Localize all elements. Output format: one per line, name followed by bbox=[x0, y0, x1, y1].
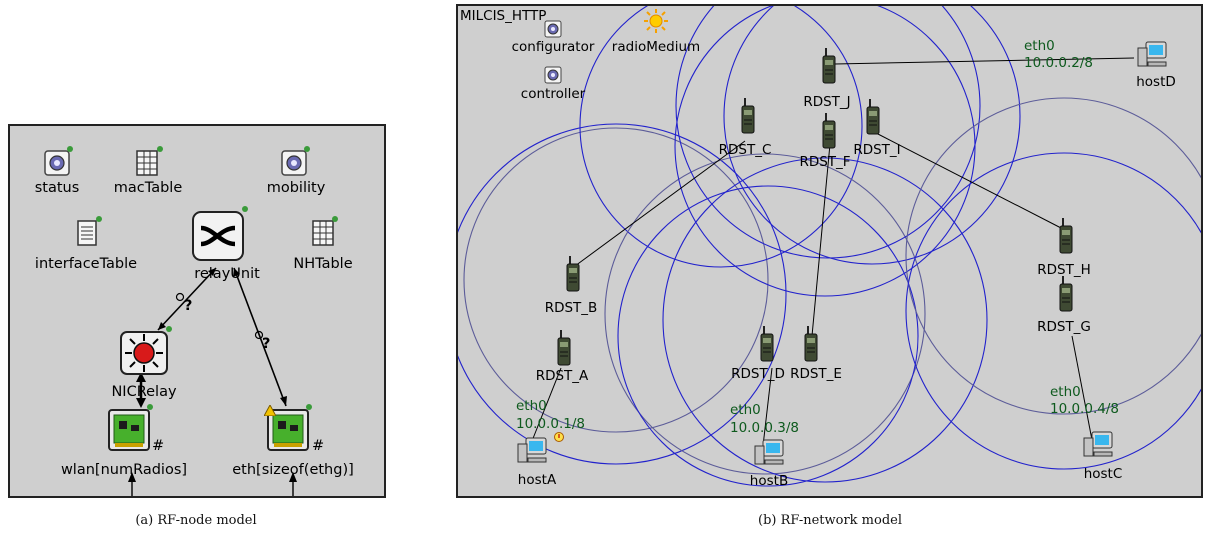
eth-label: eth[sizeof(ethg)] bbox=[232, 462, 354, 478]
network-card-icon[interactable] bbox=[266, 408, 310, 452]
table-icon[interactable] bbox=[312, 220, 334, 246]
nh-table-label: NHTable bbox=[293, 256, 353, 272]
link-question-mark: ? bbox=[262, 336, 271, 352]
radio-label: RDST_G bbox=[1037, 319, 1091, 335]
radio-label: RDST_E bbox=[790, 366, 842, 382]
iface-name: eth0 bbox=[516, 398, 547, 414]
configurator-label: configurator bbox=[511, 39, 595, 55]
radio-label: RDST_C bbox=[718, 142, 772, 158]
rf-network-model-panel: MILCIS_HTTP configurator radioMedium con… bbox=[456, 4, 1203, 498]
gate-hash: # bbox=[312, 438, 325, 454]
radio-label: RDST_J bbox=[803, 94, 851, 110]
link-question-mark: ? bbox=[184, 298, 193, 314]
radio-icon[interactable] bbox=[741, 98, 755, 134]
iface-ip: 10.0.0.1/8 bbox=[516, 416, 585, 432]
gear-icon[interactable] bbox=[544, 66, 562, 84]
radio-label: RDST_I bbox=[853, 142, 901, 158]
status-label: status bbox=[34, 180, 80, 196]
host-label: hostB bbox=[749, 473, 789, 489]
rf-node-connections bbox=[128, 267, 297, 496]
sun-icon bbox=[644, 9, 668, 33]
document-icon[interactable] bbox=[77, 220, 97, 246]
radio-range-circles bbox=[458, 6, 1201, 487]
radio-icon[interactable] bbox=[557, 330, 571, 366]
radio-icon[interactable] bbox=[1059, 276, 1073, 312]
host-label: hostC bbox=[1083, 466, 1123, 482]
gear-icon[interactable] bbox=[544, 20, 562, 38]
network-title: MILCIS_HTTP bbox=[460, 8, 547, 24]
computer-icon[interactable] bbox=[1082, 430, 1116, 460]
computer-icon[interactable] bbox=[753, 438, 787, 468]
radio-medium-label: radioMedium bbox=[611, 39, 701, 55]
interface-table-label: interfaceTable bbox=[34, 256, 138, 272]
alert-badge-icon bbox=[554, 432, 564, 442]
gear-icon[interactable] bbox=[281, 150, 307, 176]
radio-icon[interactable] bbox=[1059, 218, 1073, 254]
controller-label: controller bbox=[520, 86, 586, 102]
iface-ip: 10.0.0.3/8 bbox=[730, 420, 799, 436]
radio-label: RDST_F bbox=[799, 154, 851, 170]
radio-icon[interactable] bbox=[566, 256, 580, 292]
gear-icon[interactable] bbox=[44, 150, 70, 176]
mac-table-label: macTable bbox=[113, 180, 183, 196]
iface-name: eth0 bbox=[730, 402, 761, 418]
warning-icon bbox=[264, 405, 276, 416]
network-card-icon[interactable] bbox=[107, 408, 151, 452]
computer-icon[interactable] bbox=[1136, 40, 1170, 70]
iface-name: eth0 bbox=[1050, 384, 1081, 400]
wlan-label: wlan[numRadios] bbox=[60, 462, 188, 478]
radio-label: RDST_D bbox=[731, 366, 785, 382]
iface-ip: 10.0.0.2/8 bbox=[1024, 55, 1093, 71]
radio-icon[interactable] bbox=[822, 48, 836, 84]
caption-b: (b) RF-network model bbox=[757, 513, 903, 528]
host-label: hostD bbox=[1136, 74, 1176, 90]
rf-node-model-panel: status macTable mobility interfaceTable bbox=[8, 124, 386, 498]
relay-switch-icon[interactable] bbox=[191, 210, 245, 262]
radio-icon[interactable] bbox=[760, 326, 774, 362]
nic-relay-icon[interactable] bbox=[119, 330, 169, 376]
radio-label: RDST_H bbox=[1037, 262, 1091, 278]
iface-name: eth0 bbox=[1024, 38, 1055, 54]
iface-ip: 10.0.0.4/8 bbox=[1050, 401, 1119, 417]
gate-hash: # bbox=[152, 438, 165, 454]
caption-a: (a) RF-node model bbox=[135, 513, 257, 528]
radio-icon[interactable] bbox=[804, 326, 818, 362]
radio-label: RDST_B bbox=[544, 300, 598, 316]
radio-icon[interactable] bbox=[866, 99, 880, 135]
radio-label: RDST_A bbox=[535, 368, 589, 384]
mobility-label: mobility bbox=[266, 180, 326, 196]
host-label: hostA bbox=[517, 472, 557, 488]
nic-relay-label: NICRelay bbox=[111, 384, 177, 400]
table-icon[interactable] bbox=[136, 150, 158, 176]
relay-unit-label: relayUnit bbox=[194, 266, 260, 282]
computer-icon[interactable] bbox=[516, 436, 550, 466]
radio-icon[interactable] bbox=[822, 113, 836, 149]
